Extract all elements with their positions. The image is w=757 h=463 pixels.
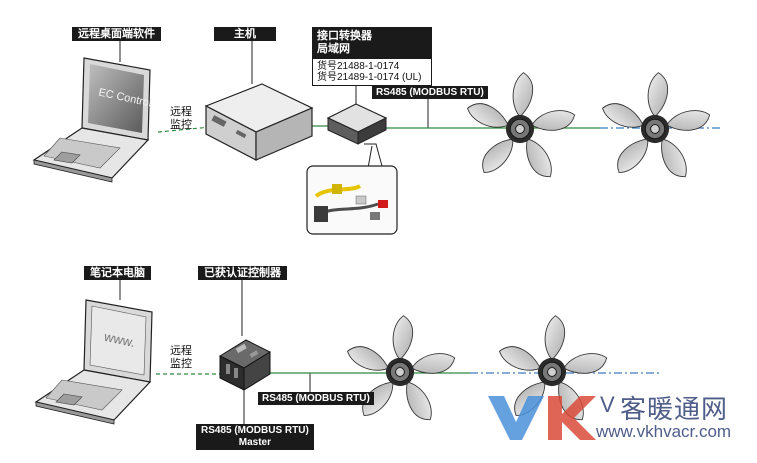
converter-part-1: 货号21488-1-0174 [317, 61, 400, 72]
converter-part-2: 货号21489-1-0174 (UL) [317, 72, 422, 83]
laptop-notebook [34, 299, 153, 425]
label-remote-software: 远程桌面端软件 [72, 27, 161, 41]
remote-monitor-top-1: 远程 [170, 106, 192, 118]
label-host: 主机 [214, 27, 276, 41]
fan-bottom-1 [343, 315, 458, 426]
remote-link-top [157, 124, 233, 133]
master-line-1: RS485 (MODBUS RTU) [201, 425, 309, 436]
fan-top-2 [598, 72, 713, 183]
label-certified-controller: 已获认证控制器 [198, 266, 287, 280]
remote-monitor-top-2: 监控 [170, 119, 192, 131]
interface-converter-box: 接口转换器 局域网 货号21488-1-0174 货号21489-1-0174 … [312, 27, 432, 86]
watermark-cn: 客暖通网 [620, 394, 729, 424]
certified-controller-device [218, 339, 272, 391]
laptop-ec-control [32, 57, 151, 183]
label-bus-top: RS485 (MODBUS RTU) [372, 86, 488, 99]
label-bus-bottom: RS485 (MODBUS RTU) [258, 392, 374, 405]
interface-converter-device [326, 103, 388, 145]
label-notebook: 笔记本电脑 [84, 266, 151, 280]
watermark-v: V [600, 392, 615, 417]
remote-monitor-bottom-1: 远程 [170, 345, 192, 357]
cable-inset [306, 143, 398, 235]
vk-logo [488, 396, 596, 440]
remote-monitor-bottom-2: 监控 [170, 358, 192, 370]
master-line-2: Master [238, 437, 272, 448]
host-device [204, 83, 314, 161]
watermark-url: www.vkhvacr.com [596, 422, 732, 441]
converter-title: 接口转换器 [317, 30, 372, 42]
converter-lan: 局域网 [317, 43, 350, 55]
label-bus-master: RS485 (MODBUS RTU) Master [196, 424, 314, 450]
